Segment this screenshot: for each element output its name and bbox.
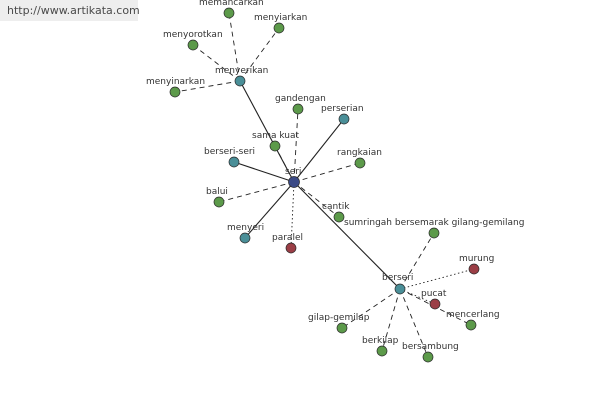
node-label-memancarkan[interactable]: memancarkan [199,0,264,8]
node-label-bersambung[interactable]: bersambung [402,342,459,352]
node-perserian[interactable] [338,113,350,125]
edge-berseri-berkilap [381,288,401,352]
edge-berseri-bersambung [399,288,429,358]
node-balui[interactable] [213,196,225,208]
node-label-gilap-gemilap[interactable]: gilap-gemilap [308,313,370,323]
node-label-berseri[interactable]: berseri [382,273,413,283]
edge-berseri-sumringah [399,232,435,290]
node-sama-kuat[interactable] [269,140,281,152]
nodes-layer [169,7,480,363]
edge-menyerikan-menyiarkan [239,27,280,82]
node-label-menyinarkan[interactable]: menyinarkan [146,77,205,87]
node-sumringah[interactable] [428,227,440,239]
edge-berseri-murung [399,268,475,290]
edge-seri-rangkaian [293,162,361,183]
node-gilap-gemilap[interactable] [336,322,348,334]
edges-layer [174,12,475,358]
edge-seri-berseri-seri [233,161,295,183]
edge-seri-paralel [290,181,295,249]
node-label-pucat[interactable]: pucat [421,289,447,299]
node-menyorotkan[interactable] [187,39,199,51]
node-label-murung[interactable]: murung [459,254,494,264]
node-menyinarkan[interactable] [169,86,181,98]
node-mencerlang[interactable] [465,319,477,331]
node-label-berkilap[interactable]: berkilap [362,336,399,346]
node-label-berseri-seri[interactable]: berseri-seri [204,147,255,157]
labels-layer: seri menyerikan berseri memancarkan menyiark… [146,0,524,352]
node-memancarkan[interactable] [223,7,235,19]
node-label-menyeri[interactable]: menyeri [227,223,264,233]
node-label-gandengan[interactable]: gandengan [275,94,326,104]
node-murung[interactable] [468,263,480,275]
node-label-cantik[interactable]: cantik [322,202,350,212]
node-cantik[interactable] [333,211,345,223]
node-label-seri[interactable]: seri [285,167,301,177]
node-label-perserian[interactable]: perserian [321,104,364,114]
edge-menyerikan-memancarkan [228,12,241,82]
node-paralel[interactable] [285,242,297,254]
node-menyiarkan[interactable] [273,22,285,34]
edge-seri-balui [218,181,295,203]
edge-seri-gandengan [293,108,299,183]
edge-seri-sama-kuat [274,145,295,183]
edge-seri-perserian [293,118,345,183]
node-berkilap[interactable] [376,345,388,357]
node-menyeri[interactable] [239,232,251,244]
node-label-sumringah[interactable]: sumringah bersemarak gilang-gemilang [344,218,524,228]
edge-berseri-gilap-gemilap [341,288,401,329]
edge-seri-cantik [293,181,340,218]
node-label-menyerikan[interactable]: menyerikan [215,66,268,76]
node-label-mencerlang[interactable]: mencerlang [446,310,500,320]
node-menyerikan[interactable] [234,75,246,87]
node-rangkaian[interactable] [354,157,366,169]
edge-menyerikan-menyorotkan [192,44,241,82]
node-berseri[interactable] [394,283,406,295]
node-seri[interactable] [288,176,300,188]
node-label-menyorotkan[interactable]: menyorotkan [163,30,223,40]
node-gandengan[interactable] [292,103,304,115]
node-label-balui[interactable]: balui [206,187,228,197]
node-label-sama-kuat[interactable]: sama kuat [252,131,300,141]
node-label-menyiarkan[interactable]: menyiarkan [254,13,307,23]
edge-menyerikan-menyinarkan [174,80,241,93]
node-label-rangkaian[interactable]: rangkaian [337,148,382,158]
node-bersambung[interactable] [422,351,434,363]
node-label-paralel[interactable]: paralel [272,233,303,243]
edge-seri-menyeri [244,181,295,239]
node-pucat[interactable] [429,298,441,310]
edge-seri-berseri [293,181,401,290]
node-berseri-seri[interactable] [228,156,240,168]
source-url-badge[interactable]: http://www.artikata.com [0,0,140,21]
